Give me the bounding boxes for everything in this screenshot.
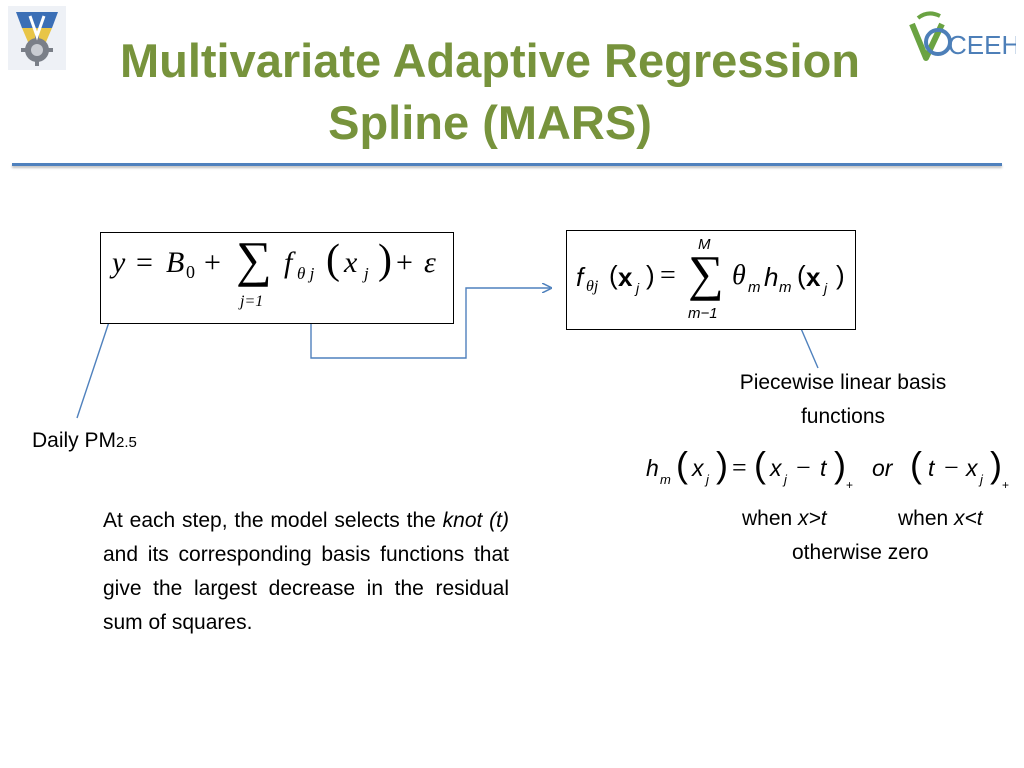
eq3-x: x <box>692 455 704 481</box>
explanation-paragraph: At each step, the model selects the knot… <box>103 504 509 640</box>
svg-text:CEEH: CEEH <box>948 30 1016 60</box>
eq1-epsilon: ε <box>424 246 436 279</box>
eq3-rparen: ) <box>716 444 728 485</box>
condition1-word: when <box>742 507 799 530</box>
eq3-lparen3: ( <box>910 444 922 485</box>
eq3-x-sub: j <box>706 472 709 487</box>
eq3-or: or <box>872 455 893 481</box>
eq1-b: B <box>166 246 185 279</box>
eq1-plus2: + <box>396 246 413 279</box>
model-equation-box <box>100 232 454 324</box>
eq2-x-sub: j <box>636 280 640 296</box>
eq2-lparen: ( <box>609 260 618 290</box>
eq3-x3: x <box>966 455 978 481</box>
eq1-b-sub: 0 <box>186 262 195 282</box>
daily-pm-text: Daily PM <box>32 429 117 452</box>
condition-when-x-greater-t: when x>t <box>742 502 827 536</box>
eq1-x: x <box>344 246 358 279</box>
eq2-x2: x <box>806 262 821 292</box>
eq2-rparen2: ) <box>836 260 845 290</box>
eq1-x-sub: j <box>364 264 369 283</box>
paragraph-part-1: At each step, the model selects the <box>103 509 443 532</box>
paragraph-part-2: and its corresponding basis functions th… <box>103 543 509 634</box>
eq1-sum-lower: j=1 <box>240 293 264 310</box>
eq1-f-sub: θ j <box>297 264 315 283</box>
basis-label-line-1: Piecewise linear basis <box>739 371 947 394</box>
eq3-rparen3: ) <box>990 444 1002 485</box>
eq2-x2-sub: j <box>824 280 828 296</box>
eq2-theta-sub: m <box>748 279 761 296</box>
eq2-lparen2: ( <box>797 260 806 290</box>
eq1-sigma: ∑ <box>236 231 272 287</box>
eq2-f: f <box>576 262 584 292</box>
eq2-x: x <box>618 262 633 292</box>
eq3-x2-sub: j <box>784 472 787 487</box>
eq3-h-sub: m <box>660 472 671 487</box>
title-divider <box>12 163 1002 166</box>
title-line-2: Spline (MARS) <box>328 96 652 149</box>
eq3-lparen2: ( <box>754 444 766 485</box>
eq3-t: t <box>820 455 827 481</box>
eq2-sum-lower: m−1 <box>688 305 718 322</box>
basis-label-line-2: functions <box>800 405 886 428</box>
university-emblem-icon <box>8 6 66 70</box>
paragraph-knot: knot (t) <box>442 509 509 532</box>
daily-pm-subscript: 2.5 <box>116 434 137 451</box>
page-title: Multivariate Adaptive Regression Spline … <box>80 30 900 154</box>
eq3-equals: = <box>732 453 747 482</box>
eq2-theta: θ <box>732 260 746 291</box>
eq1-equals: = <box>136 246 153 279</box>
eq2-f-sub: θj <box>586 278 599 295</box>
eq2-sigma: ∑ <box>688 245 724 301</box>
connector-arrow-f-to-definition <box>310 288 550 359</box>
eq1-lparen: ( <box>326 237 340 283</box>
condition-otherwise: otherwise zero <box>792 541 929 564</box>
eq2-equals: = <box>660 260 676 291</box>
eq3-h: h <box>646 455 659 481</box>
eq3-x2: x <box>770 455 782 481</box>
condition2-word: when <box>898 507 955 530</box>
eq3-x3-sub: j <box>980 472 983 487</box>
condition-when-x-less-t: when x<t <box>898 502 983 536</box>
eq2-h-sub: m <box>779 279 792 296</box>
eq1-plus: + <box>204 246 221 279</box>
eq2-rparen: ) <box>646 260 655 290</box>
eq3-plus-sub: + <box>846 478 854 492</box>
eq2-sum-upper: M <box>698 236 711 253</box>
eq3-rparen2: ) <box>834 444 846 485</box>
eq1-f: f <box>284 246 293 279</box>
basis-expansion-box <box>566 230 856 330</box>
daily-pm-label: Daily PM2.5 <box>32 424 137 460</box>
eq3-minus2: − <box>944 453 959 482</box>
eq3-lparen: ( <box>676 444 688 485</box>
condition2-expr: x<t <box>954 507 983 530</box>
basis-functions-label: Piecewise linear basis functions <box>690 366 996 434</box>
ceeh-logo: CEEH <box>909 11 1016 61</box>
eq1-rparen: ) <box>378 237 392 283</box>
eq3-plus-sub2: + <box>1002 478 1010 492</box>
eq3-t2: t <box>928 455 935 481</box>
eq3-minus: − <box>796 453 811 482</box>
title-line-1: Multivariate Adaptive Regression <box>119 34 861 87</box>
condition1-expr: x>t <box>798 507 827 530</box>
eq1-y: y <box>112 246 126 279</box>
eq2-h: h <box>764 262 779 292</box>
